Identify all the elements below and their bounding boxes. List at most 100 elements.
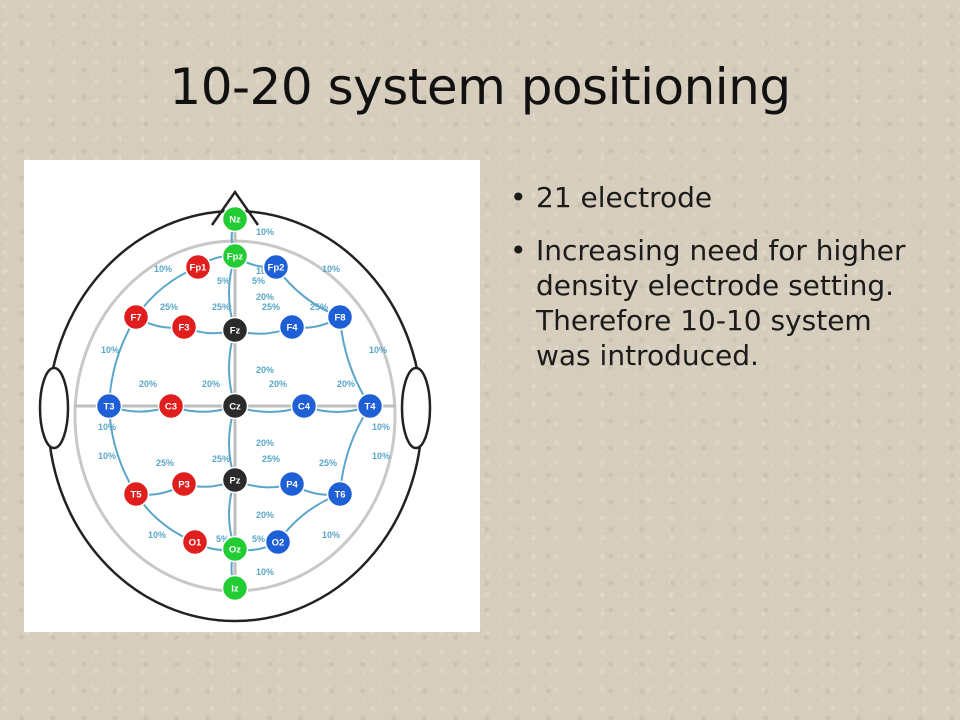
electrode-circle bbox=[221, 466, 249, 494]
electrode-circle bbox=[122, 303, 150, 331]
percent-label: 20% bbox=[139, 379, 157, 389]
electrode-pz: Pz bbox=[221, 466, 249, 494]
connector-line bbox=[108, 405, 137, 495]
electrode-label: C4 bbox=[298, 402, 311, 413]
electrode-t3: T3 bbox=[95, 392, 123, 420]
percent-label: 20% bbox=[337, 379, 355, 389]
electrode-circle bbox=[221, 392, 249, 420]
percent-label: 10% bbox=[372, 422, 390, 432]
electrode-f4: F4 bbox=[278, 313, 306, 341]
connector-line bbox=[339, 316, 371, 407]
electrode-label: Cz bbox=[229, 402, 241, 413]
electrode-p4: P4 bbox=[278, 470, 306, 498]
percent-label: 5% bbox=[216, 534, 229, 544]
electrode-circle bbox=[278, 470, 306, 498]
electrode-circle bbox=[170, 470, 198, 498]
connector-line bbox=[108, 316, 137, 407]
percent-label: 20% bbox=[256, 510, 274, 520]
electrode-label: T3 bbox=[103, 402, 114, 413]
percent-label: 10% bbox=[148, 530, 166, 540]
electrode-f3: F3 bbox=[170, 313, 198, 341]
electrode-t6: T6 bbox=[326, 480, 354, 508]
electrode-circle bbox=[95, 392, 123, 420]
percent-label: 10% bbox=[322, 530, 340, 540]
electrode-t5: T5 bbox=[122, 480, 150, 508]
electrode-f7: F7 bbox=[122, 303, 150, 331]
electrode-o2: O2 bbox=[264, 528, 292, 556]
percent-label: 20% bbox=[256, 292, 274, 302]
percent-label: 10% bbox=[369, 345, 387, 355]
bullet-item: 21 electrode bbox=[510, 180, 930, 215]
electrode-label: T5 bbox=[130, 490, 142, 501]
electrode-fp1: Fp1 bbox=[184, 253, 212, 281]
percent-label: 25% bbox=[319, 458, 337, 468]
electrode-label: P4 bbox=[286, 480, 298, 491]
percent-label: 10% bbox=[98, 451, 116, 461]
percent-label: 20% bbox=[256, 365, 274, 375]
electrode-circle bbox=[170, 313, 198, 341]
electrode-label: F7 bbox=[130, 313, 141, 324]
electrode-circle bbox=[184, 253, 212, 281]
electrode-label: T6 bbox=[334, 490, 345, 501]
electrode-circle bbox=[122, 480, 150, 508]
electrode-label: Nz bbox=[229, 215, 241, 226]
percent-label: 10% bbox=[322, 264, 340, 274]
electrode-circle bbox=[356, 392, 384, 420]
electrode-circle bbox=[290, 392, 318, 420]
electrode-label: P3 bbox=[178, 480, 190, 491]
electrode-circle bbox=[262, 253, 290, 281]
percent-label: 25% bbox=[212, 454, 230, 464]
electrode-cz: Cz bbox=[221, 392, 249, 420]
percent-label: 10% bbox=[256, 567, 274, 577]
electrode-circle bbox=[221, 535, 249, 563]
percent-label: 10% bbox=[101, 345, 119, 355]
electrode-fp2: Fp2 bbox=[262, 253, 290, 281]
bullet-list: 21 electrode Increasing need for higher … bbox=[510, 180, 930, 391]
electrode-circle bbox=[326, 303, 354, 331]
electrode-p3: P3 bbox=[170, 470, 198, 498]
percent-label: 25% bbox=[262, 302, 280, 312]
percent-label: 10% bbox=[372, 451, 390, 461]
electrode-label: F3 bbox=[178, 323, 189, 334]
electrode-label: Fz bbox=[230, 326, 241, 337]
percent-label: 25% bbox=[212, 302, 230, 312]
electrode-o1: O1 bbox=[181, 528, 209, 556]
percent-label: 10% bbox=[256, 227, 274, 237]
electrode-circle bbox=[278, 313, 306, 341]
electrode-label: Pz bbox=[229, 476, 240, 487]
percent-label: 5% bbox=[252, 534, 265, 544]
electrode-label: F8 bbox=[334, 313, 345, 324]
electrode-label: Oz bbox=[229, 545, 241, 556]
electrode-circle bbox=[221, 574, 249, 602]
electrode-f8: F8 bbox=[326, 303, 354, 331]
electrode-iz: Iz bbox=[221, 574, 249, 602]
percent-label: 5% bbox=[217, 276, 230, 286]
electrode-circle bbox=[326, 480, 354, 508]
electrode-label: F4 bbox=[286, 323, 298, 334]
electrode-circle bbox=[221, 242, 249, 270]
electrode-label: O2 bbox=[272, 538, 285, 549]
electrode-fz: Fz bbox=[221, 316, 249, 344]
electrode-t4: T4 bbox=[356, 392, 384, 420]
electrode-circle bbox=[264, 528, 292, 556]
electrode-label: C3 bbox=[165, 402, 177, 413]
electrode-circle bbox=[221, 316, 249, 344]
percent-label: 5% bbox=[252, 276, 265, 286]
connector-line bbox=[339, 405, 371, 495]
percent-label: 25% bbox=[310, 302, 328, 312]
electrode-label: Iz bbox=[231, 584, 239, 595]
electrode-label: Fp1 bbox=[190, 263, 208, 274]
electrode-circle bbox=[181, 528, 209, 556]
electrode-label: Fpz bbox=[227, 252, 244, 263]
electrode-circle bbox=[157, 392, 185, 420]
percent-label: 10% bbox=[154, 264, 172, 274]
percent-label: 25% bbox=[262, 454, 280, 464]
electrode-nz: Nz bbox=[221, 205, 249, 233]
right-ear bbox=[400, 366, 432, 450]
percent-label: 20% bbox=[202, 379, 220, 389]
eeg-10-20-diagram: 10%10%5%5%10%10%25%25%20%25%25%10%10%20%… bbox=[24, 160, 480, 632]
electrode-fpz: Fpz bbox=[221, 242, 249, 270]
electrode-c4: C4 bbox=[290, 392, 318, 420]
slide-title: 10-20 system positioning bbox=[169, 58, 791, 116]
